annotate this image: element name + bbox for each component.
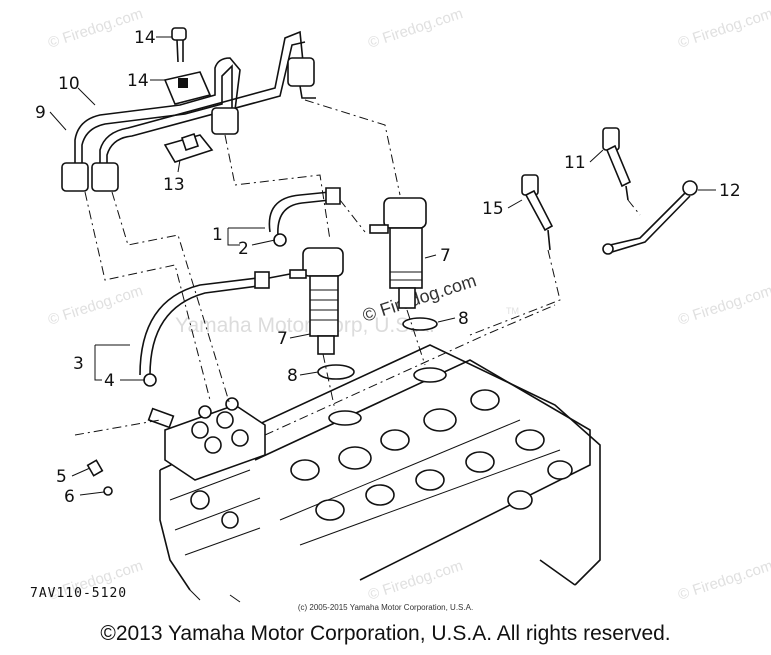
callout-12: 14	[127, 71, 149, 91]
watermark-yamaha: Yamaha Motor Corp, U.S.A.	[175, 314, 435, 337]
assembly-lines	[74, 99, 641, 436]
callout-2: 2	[238, 239, 249, 259]
callout-7-left: 7	[277, 329, 288, 349]
callout-14-right: 11	[564, 153, 586, 173]
injection-pump	[147, 397, 266, 481]
washer-left	[317, 364, 355, 380]
callout-8-right: 8	[458, 309, 469, 329]
callout-11: 13	[163, 175, 185, 195]
callout-8-left: 8	[287, 366, 298, 386]
injection-pipes	[61, 30, 316, 192]
return-hoses	[139, 187, 341, 387]
injector-right	[369, 197, 427, 309]
glow-plugs	[521, 127, 698, 255]
copyright-small: (c) 2005-2015 Yamaha Motor Corporation, …	[297, 603, 474, 612]
watermark-firedog: © Firedog.com	[366, 5, 465, 52]
watermark-firedog: © Firedog.com	[46, 5, 145, 52]
callout-3: 3	[73, 354, 84, 374]
callout-13: 14	[134, 28, 156, 48]
callout-6: 6	[64, 487, 75, 507]
watermark-firedog: © Firedog.com	[46, 282, 145, 329]
callout-1: 1	[212, 225, 223, 245]
drain-screw	[86, 459, 113, 496]
washer-right	[402, 317, 438, 331]
callout-labels: 14 14 10 9 13 1 2 3 4 5 6 7 7 8 8 15 11 …	[30, 28, 741, 601]
watermark-tm: TM	[506, 306, 519, 316]
watermark-firedog: © Firedog.com	[676, 282, 771, 329]
callout-4: 4	[104, 371, 115, 391]
callout-7-right: 7	[440, 246, 451, 266]
callout-9: 9	[35, 103, 46, 123]
leader-lines	[49, 36, 716, 496]
watermark-firedog: © Firedog.com	[676, 557, 771, 604]
cylinder-head	[159, 344, 601, 603]
clamp-parts	[163, 27, 214, 163]
callout-15: 12	[719, 181, 741, 201]
figure-code: 7AV110-5120	[30, 586, 127, 601]
callout-10: 10	[58, 74, 80, 94]
copyright-footer: ©2013 Yamaha Motor Corporation, U.S.A. A…	[100, 622, 671, 645]
callout-5: 5	[56, 467, 67, 487]
callout-14-left: 15	[482, 199, 504, 219]
nozzle-seat-right	[413, 367, 447, 383]
nozzle-seat-left	[328, 410, 362, 426]
watermark-firedog: © Firedog.com	[676, 5, 771, 52]
watermark-firedog: © Firedog.com	[366, 557, 465, 604]
injector-left	[289, 247, 344, 355]
